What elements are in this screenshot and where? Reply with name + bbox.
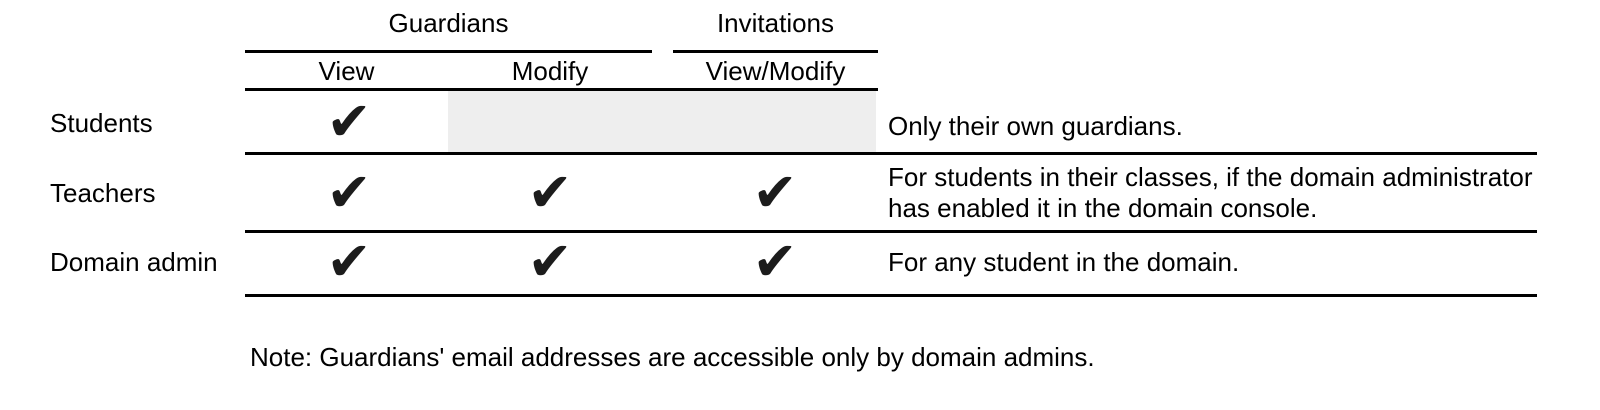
checkmark-icon: ✔ — [527, 161, 573, 224]
column-header-view-modify: View/Modify — [705, 56, 846, 86]
checkmark-icon: ✔ — [326, 230, 372, 293]
checkmark-icon: ✔ — [752, 161, 798, 224]
column-group-invitations: Invitations — [716, 8, 835, 38]
row-note-students: Only their own guardians. — [888, 111, 1183, 141]
column-group-guardians: Guardians — [388, 8, 509, 38]
table-bottom-rule — [245, 294, 1537, 297]
row-note-domain-admin: For any student in the domain. — [888, 247, 1240, 277]
guardians-underline — [245, 50, 652, 53]
footnote: Note: Guardians' email addresses are acc… — [250, 342, 1095, 372]
row-label-domain-admin: Domain admin — [50, 247, 218, 277]
row-note-teachers: For students in their classes, if the do… — [888, 162, 1533, 223]
checkmark-icon: ✔ — [326, 161, 372, 224]
checkmark-icon: ✔ — [326, 90, 372, 153]
row-divider — [245, 230, 1537, 233]
not-applicable-region — [448, 91, 876, 152]
row-label-teachers: Teachers — [50, 178, 156, 208]
invitations-underline — [673, 50, 878, 53]
row-divider — [245, 152, 1537, 155]
checkmark-icon: ✔ — [752, 230, 798, 293]
column-header-view: View — [318, 56, 375, 86]
header-rule — [245, 88, 878, 91]
checkmark-icon: ✔ — [527, 230, 573, 293]
column-header-modify: Modify — [511, 56, 589, 86]
row-label-students: Students — [50, 108, 153, 138]
